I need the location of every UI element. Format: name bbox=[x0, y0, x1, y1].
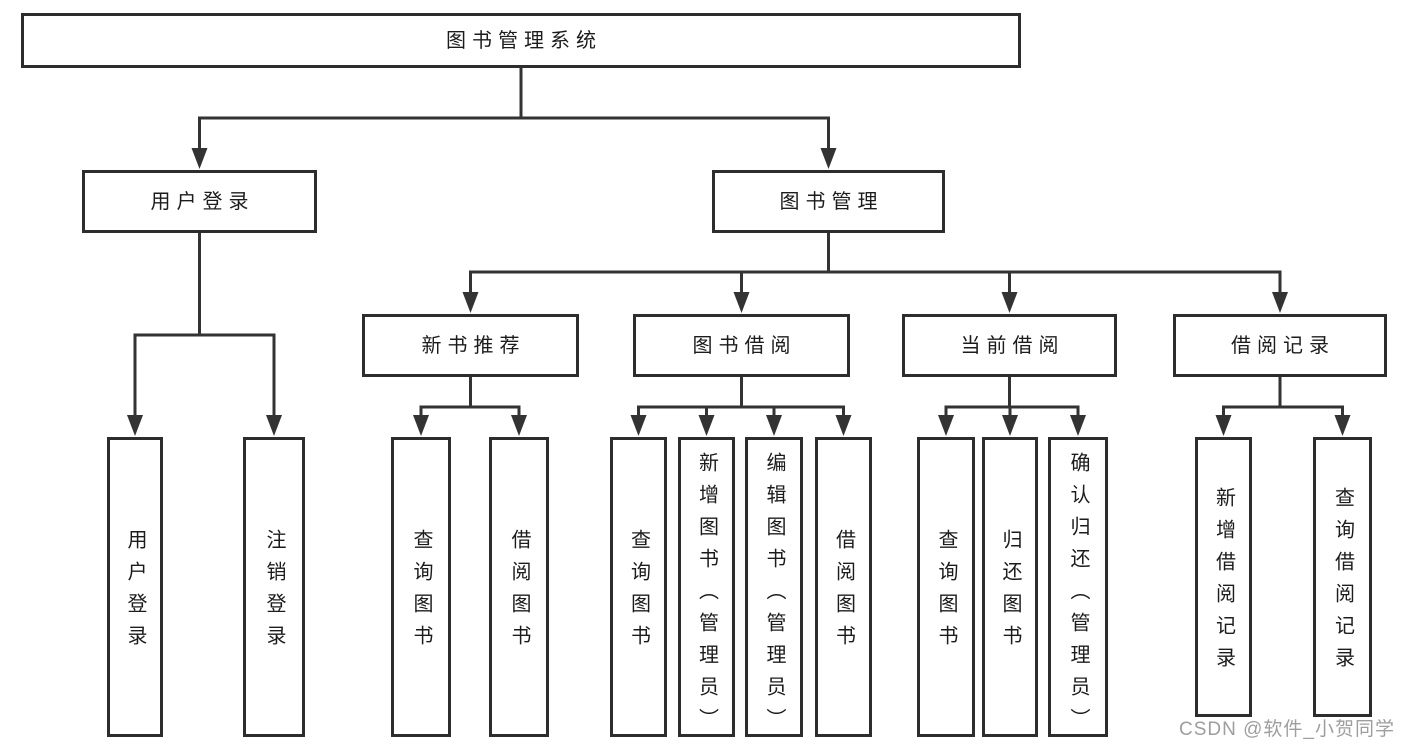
arrowhead-icon bbox=[1002, 415, 1018, 436]
arrowhead-icon bbox=[766, 415, 782, 436]
arrowhead-icon bbox=[733, 292, 750, 313]
arrowhead-icon bbox=[1334, 415, 1351, 436]
node-label-library-system: 图书管理系统 bbox=[446, 29, 602, 52]
node-user-login: 用户登录 bbox=[82, 170, 317, 233]
node-leaf-query-books-1: 查询图书 bbox=[391, 437, 451, 737]
arrowhead-icon bbox=[698, 415, 715, 436]
node-book-borrowing: 图书借阅 bbox=[633, 314, 850, 377]
node-label-leaf-query-books-1: 查询图书 bbox=[410, 529, 432, 657]
node-new-book-recommend: 新书推荐 bbox=[362, 314, 579, 377]
watermark-text: CSDN @软件_小贺同学 bbox=[1179, 719, 1395, 740]
node-label-leaf-add-books-admin: 新增图书（管理员） bbox=[695, 452, 718, 740]
node-label-leaf-add-borrow-record: 新增借阅记录 bbox=[1212, 487, 1235, 679]
node-label-leaf-confirm-return-admin: 确认归还（管理员） bbox=[1067, 452, 1089, 740]
arrowhead-icon bbox=[938, 415, 954, 436]
arrowhead-icon bbox=[511, 415, 527, 436]
arrowhead-icon bbox=[1001, 292, 1018, 313]
arrowhead-icon bbox=[266, 415, 282, 436]
arrowhead-icon bbox=[191, 148, 208, 169]
node-label-leaf-logout-login: 注销登录 bbox=[263, 529, 285, 657]
node-leaf-borrow-books-1: 借阅图书 bbox=[489, 437, 549, 737]
arrowhead-icon bbox=[462, 292, 479, 313]
arrowhead-icon bbox=[1272, 292, 1288, 313]
node-leaf-query-books-2: 查询图书 bbox=[610, 437, 667, 737]
node-label-current-borrowing: 当前借阅 bbox=[960, 334, 1065, 357]
arrowhead-icon bbox=[1070, 415, 1086, 436]
node-leaf-add-books-admin: 新增图书（管理员） bbox=[678, 437, 735, 740]
node-leaf-logout-login: 注销登录 bbox=[243, 437, 305, 737]
node-leaf-borrow-books-2: 借阅图书 bbox=[815, 437, 872, 737]
arrowhead-icon bbox=[835, 415, 852, 436]
node-label-leaf-query-books-2: 查询图书 bbox=[627, 529, 650, 657]
node-current-borrowing: 当前借阅 bbox=[902, 314, 1117, 377]
node-label-book-management: 图书管理 bbox=[779, 190, 884, 213]
node-leaf-query-books-3: 查询图书 bbox=[917, 437, 975, 737]
node-label-leaf-edit-books-admin: 编辑图书（管理员） bbox=[763, 452, 785, 740]
node-leaf-return-books: 归还图书 bbox=[982, 437, 1038, 737]
node-leaf-edit-books-admin: 编辑图书（管理员） bbox=[745, 437, 803, 740]
node-label-leaf-borrow-books-2: 借阅图书 bbox=[832, 529, 855, 657]
node-leaf-add-borrow-record: 新增借阅记录 bbox=[1195, 437, 1252, 717]
node-library-system: 图书管理系统 bbox=[21, 13, 1021, 68]
arrowhead-icon bbox=[820, 148, 837, 169]
node-label-leaf-query-books-3: 查询图书 bbox=[935, 529, 957, 657]
node-label-leaf-user-login: 用户登录 bbox=[124, 529, 146, 657]
node-label-new-book-recommend: 新书推荐 bbox=[421, 334, 526, 357]
node-label-borrowing-records: 借阅记录 bbox=[1231, 334, 1335, 357]
arrowhead-icon bbox=[1215, 415, 1232, 436]
node-label-book-borrowing: 图书借阅 bbox=[692, 334, 797, 357]
node-label-leaf-return-books: 归还图书 bbox=[999, 529, 1021, 657]
node-book-management: 图书管理 bbox=[712, 170, 945, 233]
node-leaf-user-login: 用户登录 bbox=[107, 437, 163, 737]
arrowhead-icon bbox=[127, 415, 143, 436]
arrowhead-icon bbox=[630, 415, 647, 436]
node-label-user-login: 用户登录 bbox=[150, 190, 255, 213]
node-borrowing-records: 借阅记录 bbox=[1173, 314, 1387, 377]
node-leaf-query-borrow-record: 查询借阅记录 bbox=[1313, 437, 1372, 717]
arrowhead-icon bbox=[413, 415, 429, 436]
node-leaf-confirm-return-admin: 确认归还（管理员） bbox=[1048, 437, 1108, 740]
node-label-leaf-borrow-books-1: 借阅图书 bbox=[508, 529, 530, 657]
node-label-leaf-query-borrow-record: 查询借阅记录 bbox=[1331, 487, 1354, 679]
